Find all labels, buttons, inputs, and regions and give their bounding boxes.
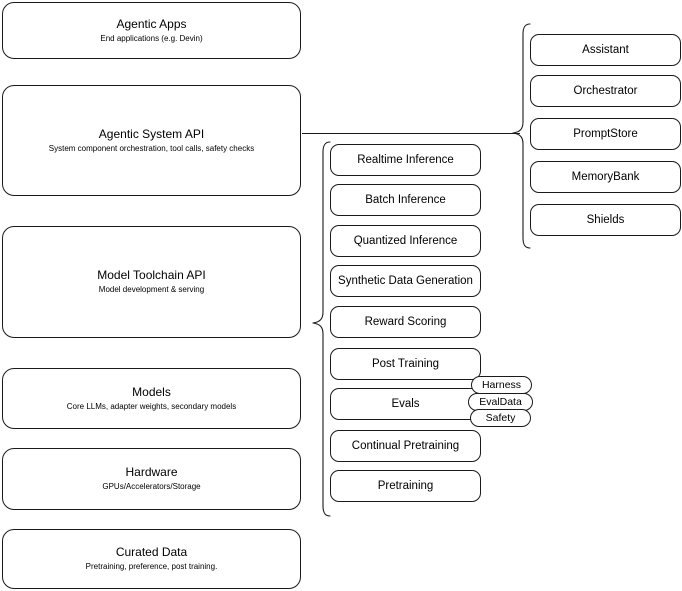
capability-box-synthetic-data-generation[interactable]: Synthetic Data Generation [330, 265, 481, 297]
capability-label: Realtime Inference [357, 154, 454, 166]
layer-subtitle: End applications (e.g. Devin) [100, 33, 203, 43]
layer-subtitle: Model development & serving [98, 285, 205, 294]
layer-subtitle: System component orchestration, tool cal… [48, 143, 255, 153]
brace-toolchain-capabilities [312, 141, 331, 517]
capability-box-realtime-inference[interactable]: Realtime Inference [330, 144, 481, 176]
layer-box-model-toolchain-api[interactable]: Model Toolchain API Model development & … [2, 226, 301, 338]
capability-box-pretraining[interactable]: Pretraining [330, 470, 481, 502]
component-label: Assistant [582, 44, 629, 56]
evals-badge-label: EvalData [479, 396, 522, 408]
evals-badge-label: Harness [481, 379, 522, 391]
evals-badge-safety[interactable]: Safety [470, 409, 531, 427]
component-box-shields[interactable]: Shields [530, 204, 681, 236]
component-label: Orchestrator [573, 85, 638, 97]
component-box-promptstore[interactable]: PromptStore [530, 118, 681, 150]
capability-label: Pretraining [377, 480, 434, 492]
capability-label: Post Training [371, 358, 440, 370]
component-box-memorybank[interactable]: MemoryBank [530, 161, 681, 193]
layer-title: Model Toolchain API [97, 268, 206, 282]
component-label: MemoryBank [571, 171, 640, 183]
layer-title: Models [132, 384, 171, 399]
layer-title: Hardware [125, 465, 178, 479]
layer-box-hardware[interactable]: Hardware GPUs/Accelerators/Storage [2, 448, 301, 510]
layer-box-agentic-system-api[interactable]: Agentic System API System component orch… [2, 85, 301, 196]
component-box-assistant[interactable]: Assistant [530, 34, 681, 66]
component-box-orchestrator[interactable]: Orchestrator [530, 75, 681, 107]
capability-box-post-training[interactable]: Post Training [330, 348, 481, 380]
capability-box-evals[interactable]: Evals [330, 388, 481, 420]
capability-label: Synthetic Data Generation [338, 275, 473, 287]
layer-box-models[interactable]: Models Core LLMs, adapter weights, secon… [2, 368, 301, 429]
capability-label: Batch Inference [365, 194, 446, 206]
capability-box-continual-pretraining[interactable]: Continual Pretraining [330, 430, 481, 462]
evals-badge-label: Safety [485, 412, 516, 424]
layer-subtitle: GPUs/Accelerators/Storage [102, 482, 201, 491]
component-label: Shields [586, 214, 625, 226]
capability-box-batch-inference[interactable]: Batch Inference [330, 184, 481, 216]
layer-box-curated-data[interactable]: Curated Data Pretraining, preference, po… [2, 529, 301, 589]
capability-label: Quantized Inference [353, 235, 458, 247]
capability-label: Continual Pretraining [351, 440, 460, 452]
capability-label: Evals [391, 398, 420, 410]
layer-title: Curated Data [115, 545, 188, 559]
layer-title: Agentic Apps [116, 16, 187, 31]
evals-badge-harness[interactable]: Harness [471, 376, 532, 394]
layer-box-agentic-apps[interactable]: Agentic Apps End applications (e.g. Devi… [2, 2, 301, 59]
connector-line-system-api-to-components [302, 133, 520, 134]
component-label: PromptStore [573, 128, 638, 140]
brace-system-components [512, 23, 531, 249]
capability-box-reward-scoring[interactable]: Reward Scoring [330, 306, 481, 338]
layer-title: Agentic System API [98, 126, 205, 141]
capability-box-quantized-inference[interactable]: Quantized Inference [330, 225, 481, 257]
layer-subtitle: Pretraining, preference, post training. [85, 562, 218, 571]
capability-label: Reward Scoring [364, 316, 447, 328]
layer-subtitle: Core LLMs, adapter weights, secondary mo… [66, 401, 237, 411]
